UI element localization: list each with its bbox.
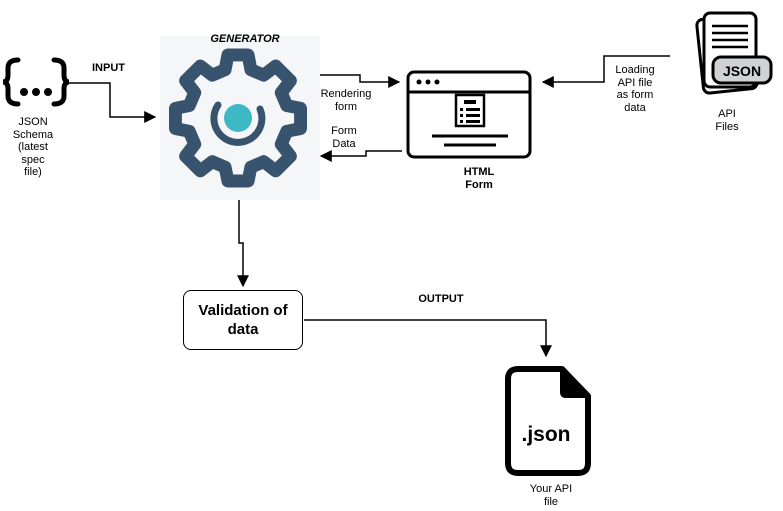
json-files-icon: JSON xyxy=(695,11,773,95)
json-schema-label: JSON Schema (latest spec file) xyxy=(12,116,54,178)
arrow-input xyxy=(66,82,157,123)
api-files-label: API Files xyxy=(715,108,739,133)
arrow-loading-api xyxy=(541,55,670,88)
your-api-file-label: Your API file xyxy=(529,483,573,508)
arrow-output xyxy=(304,319,552,358)
browser-window-icon xyxy=(406,70,532,159)
html-form-label: HTML Form xyxy=(463,166,495,191)
generator-label: GENERATOR xyxy=(210,33,280,45)
arrow-to-validation xyxy=(237,200,249,288)
validation-box: Validation of data xyxy=(183,290,303,350)
json-file-icon: .json xyxy=(505,366,591,476)
json-tag-text: JSON xyxy=(723,63,761,79)
connectors xyxy=(66,55,670,358)
form-data-label: Form Data xyxy=(331,125,357,150)
rendering-form-label: Rendering form xyxy=(320,88,372,113)
gear-icon xyxy=(160,36,320,200)
input-label: INPUT xyxy=(92,62,125,74)
json-ext-text: .json xyxy=(521,423,570,446)
loading-api-label: Loading API file as form data xyxy=(615,64,655,114)
output-label: OUTPUT xyxy=(418,293,464,305)
curly-braces-icon xyxy=(2,57,70,107)
arrow-form-data xyxy=(319,150,402,162)
arrow-rendering-form xyxy=(320,74,401,88)
